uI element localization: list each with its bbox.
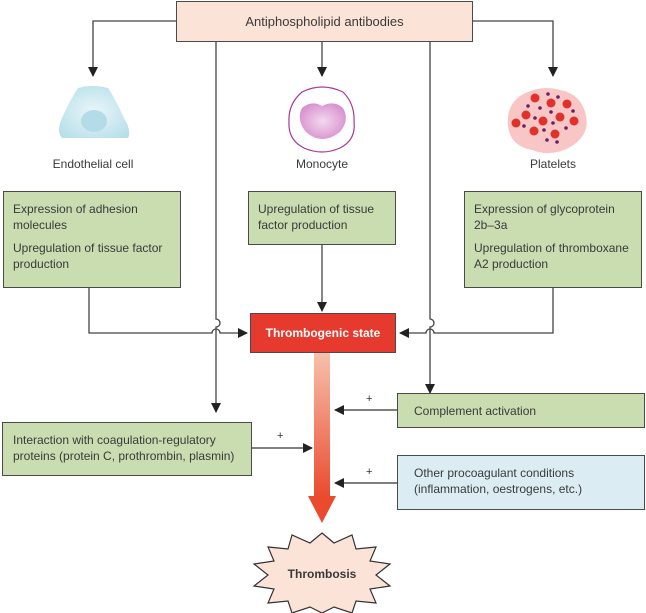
- coagulation-plus-sign: +: [277, 430, 284, 442]
- thrombosis-progression-arrow: [308, 353, 336, 523]
- platelets-icon: [507, 88, 587, 154]
- coagulation-interaction-box: Interaction with coagulation-regulatory …: [2, 422, 252, 476]
- endothelial-effects-box: Expression of adhesion molecules Upregul…: [3, 191, 181, 288]
- top-connectors: [88, 20, 558, 413]
- effect-adhesion: Expression of adhesion molecules: [13, 202, 138, 232]
- thrombosis-starburst: [252, 532, 392, 613]
- other-procoagulant-box: Other procoagulant conditions (inflammat…: [397, 455, 645, 510]
- platelet-effects-box: Expression of glycoprotein 2b–3a Upregul…: [464, 191, 642, 288]
- thrombogenic-state-text: Thrombogenic state: [265, 326, 381, 340]
- thrombogenic-state-box: Thrombogenic state: [250, 313, 396, 353]
- endothelial-cell-icon: [59, 86, 130, 138]
- effect-glycoprotein: Expression of glycoprotein 2b–3a: [474, 202, 615, 232]
- other-plus-sign: +: [366, 466, 373, 478]
- antiphospholipid-antibodies-box: Antiphospholipid antibodies: [176, 1, 473, 42]
- complement-text: Complement activation: [414, 403, 537, 418]
- platelets-label: Platelets: [529, 157, 577, 171]
- monocyte-icon: [288, 86, 355, 153]
- thrombosis-label: Thrombosis: [287, 567, 357, 581]
- modifier-connectors: [252, 405, 397, 488]
- coagulation-text: Interaction with coagulation-regulatory …: [13, 433, 235, 463]
- effect-tissue-factor: Upregulation of tissue factor production: [13, 241, 163, 271]
- monocyte-label: Monocyte: [295, 157, 349, 171]
- effect-thromboxane: Upregulation of thromboxane A2 productio…: [474, 241, 629, 271]
- effect-monocyte-tissue-factor: Upregulation of tissue factor production: [258, 202, 375, 232]
- state-connectors: [88, 245, 554, 338]
- endothelial-cell-label: Endothelial cell: [52, 157, 134, 171]
- monocyte-effects-box: Upregulation of tissue factor production: [248, 191, 396, 245]
- title-text: Antiphospholipid antibodies: [245, 13, 404, 29]
- complement-plus-sign: +: [366, 393, 373, 405]
- other-procoagulant-text: Other procoagulant conditions (inflammat…: [414, 466, 583, 496]
- complement-activation-box: Complement activation: [397, 393, 645, 428]
